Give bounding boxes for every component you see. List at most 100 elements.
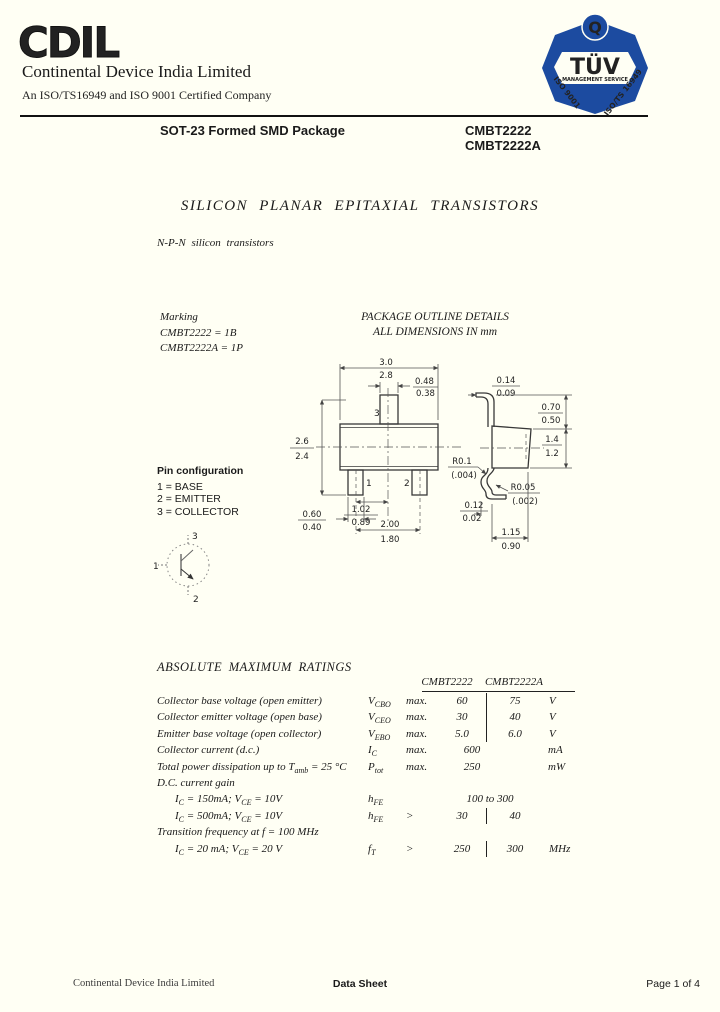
header-underline [422, 691, 575, 692]
unit [543, 808, 576, 824]
value-cmbt2222: 250 [453, 842, 471, 855]
tuv-badge: Q TÜV MANAGEMENT SERVICE ISO 9001 ISO/TS… [542, 13, 648, 116]
part-numbers: CMBT2222 CMBT2222A [465, 123, 541, 153]
param: IC = 20 mA; VCE = 20 V [175, 842, 283, 857]
dim-lead-thickness-max: 0.14 [497, 376, 516, 386]
limit: > [406, 809, 414, 822]
value-cmbt2222: 5.0 [455, 727, 469, 740]
document-subtitle: N-P-N silicon transistors [157, 237, 274, 249]
column-header-cmbt2222a: CMBT2222A [484, 676, 544, 688]
pin3-label: 3 [374, 409, 380, 419]
table-row: Collector current (d.c.) IC max. 600 mA [157, 742, 577, 758]
dim-radius2-inch: (.002) [512, 497, 538, 507]
table-row: Emitter base voltage (open collector) VE… [157, 725, 577, 743]
param: D.C. current gain [157, 776, 235, 789]
value-cmbt2222a: 40 [486, 807, 543, 825]
param: Emitter base voltage (open collector) [157, 727, 322, 740]
limit: max. [406, 760, 428, 773]
symbol: VCBO [368, 695, 391, 710]
symbol-collector-label: 3 [192, 532, 198, 542]
pin1-label: 1 [366, 479, 372, 489]
dim-tab-width-max: 0.48 [415, 377, 434, 387]
symbol: hFE [368, 809, 384, 824]
certification-line: An ISO/TS16949 and ISO 9001 Certified Co… [22, 88, 272, 102]
pin-1-assignment: 1 = BASE [157, 480, 203, 493]
table-row: D.C. current gain [157, 775, 577, 791]
dim-radius1: R0.1 [452, 457, 471, 467]
unit: mA [548, 744, 563, 757]
unit: V [549, 727, 556, 740]
dim-standoff-max: 0.12 [465, 501, 484, 511]
param: Transition frequency at f = 100 MHz [157, 826, 319, 839]
value-shared: 100 to 300 [466, 793, 514, 806]
symbol: VEBO [368, 727, 391, 742]
table-row: IC = 500mA; VCE = 10V hFE > 30 40 [157, 807, 577, 825]
dim-body-width-min: 2.8 [379, 371, 393, 381]
marking-line-2: CMBT2222A = 1P [160, 342, 243, 354]
company-name: Continental Device India Limited [22, 62, 251, 81]
pin2-lead [411, 469, 428, 496]
unit: mW [548, 760, 566, 773]
package-outline-title: PACKAGE OUTLINE DETAILS [361, 311, 509, 323]
dim-radius2: R0.05 [511, 483, 536, 493]
unit: MHz [549, 842, 571, 855]
dim-body-height-min: 1.2 [545, 449, 559, 459]
unit [542, 791, 575, 807]
column-header-cmbt2222: CMBT2222 [421, 676, 473, 688]
dim-body-width-max: 3.0 [379, 358, 393, 368]
symbol: IC [368, 744, 378, 759]
symbol: fT [368, 842, 376, 857]
tuv-text: TÜV [570, 54, 620, 80]
dim-body-height-max: 1.4 [545, 435, 559, 445]
symbol: hFE [368, 793, 384, 808]
package-outline-drawing: 3 1 2 3.0 2.8 0.48 0.38 2.6 2.4 1.02 0.8… [290, 358, 572, 552]
ratings-title: ABSOLUTE MAXIMUM RATINGS [157, 660, 352, 674]
pin2-label: 2 [404, 479, 410, 489]
limit: max. [406, 744, 428, 757]
table-row: Collector base voltage (open emitter) VC… [157, 693, 577, 710]
symbol: VCEO [368, 711, 391, 726]
dim-body-depth-min: 2.4 [295, 452, 309, 462]
dim-shoulder-max: 0.70 [542, 403, 561, 413]
symbol: Ptot [368, 760, 384, 775]
dim-tab-width-min: 0.38 [416, 389, 435, 399]
value-cmbt2222a: 40 [486, 709, 543, 726]
header-rule [20, 115, 648, 117]
param: Collector base voltage (open emitter) [157, 695, 322, 707]
limit: > [406, 842, 414, 855]
dim-foot-min: 0.90 [502, 542, 521, 552]
table-row: Collector emitter voltage (open base) VC… [157, 709, 577, 726]
param: IC = 150mA; VCE = 10V [175, 793, 283, 808]
part-number-1: CMBT2222 [465, 123, 532, 138]
unit: V [549, 711, 556, 724]
footer-page-number: Page 1 of 4 [646, 978, 700, 990]
package-type-heading: SOT-23 Formed SMD Package [160, 123, 345, 138]
dim-pitch-min: 0.89 [352, 518, 371, 528]
dim-pin-width-min: 0.40 [303, 523, 322, 533]
dim-span-min: 1.80 [381, 535, 400, 545]
pin-2-assignment: 2 = EMITTER [157, 493, 221, 505]
table-row: Transition frequency at f = 100 MHz [157, 824, 577, 840]
footer-company: Continental Device India Limited [73, 978, 215, 989]
dim-shoulder-min: 0.50 [542, 416, 561, 426]
tuv-service-text: MANAGEMENT SERVICE [562, 77, 628, 83]
value-cmbt2222: 60 [456, 695, 468, 707]
marking-label: Marking [160, 311, 198, 323]
dim-lead-thickness-min: 0.09 [497, 389, 516, 399]
limit: max. [406, 711, 428, 724]
package-outline-heading: PACKAGE OUTLINE DETAILS ALL DIMENSIONS I… [330, 310, 540, 340]
dim-body-depth-max: 2.6 [295, 437, 309, 447]
dim-foot-max: 1.15 [502, 528, 521, 538]
lead-profile-bottom [480, 467, 506, 500]
table-row: Total power dissipation up to Tamb = 25 … [157, 759, 577, 775]
limit: max. [406, 695, 428, 707]
part-number-2: CMBT2222A [465, 138, 541, 153]
unit: V [549, 695, 556, 707]
ratings-table-header: CMBT2222 CMBT2222A [157, 676, 577, 693]
marking-line-1: CMBT2222 = 1B [160, 326, 237, 339]
package-body-side-view [491, 425, 532, 469]
symbol-base-label: 1 [153, 562, 159, 572]
param: Collector emitter voltage (open base) [157, 711, 322, 724]
dim-pitch-max: 1.02 [352, 505, 371, 515]
